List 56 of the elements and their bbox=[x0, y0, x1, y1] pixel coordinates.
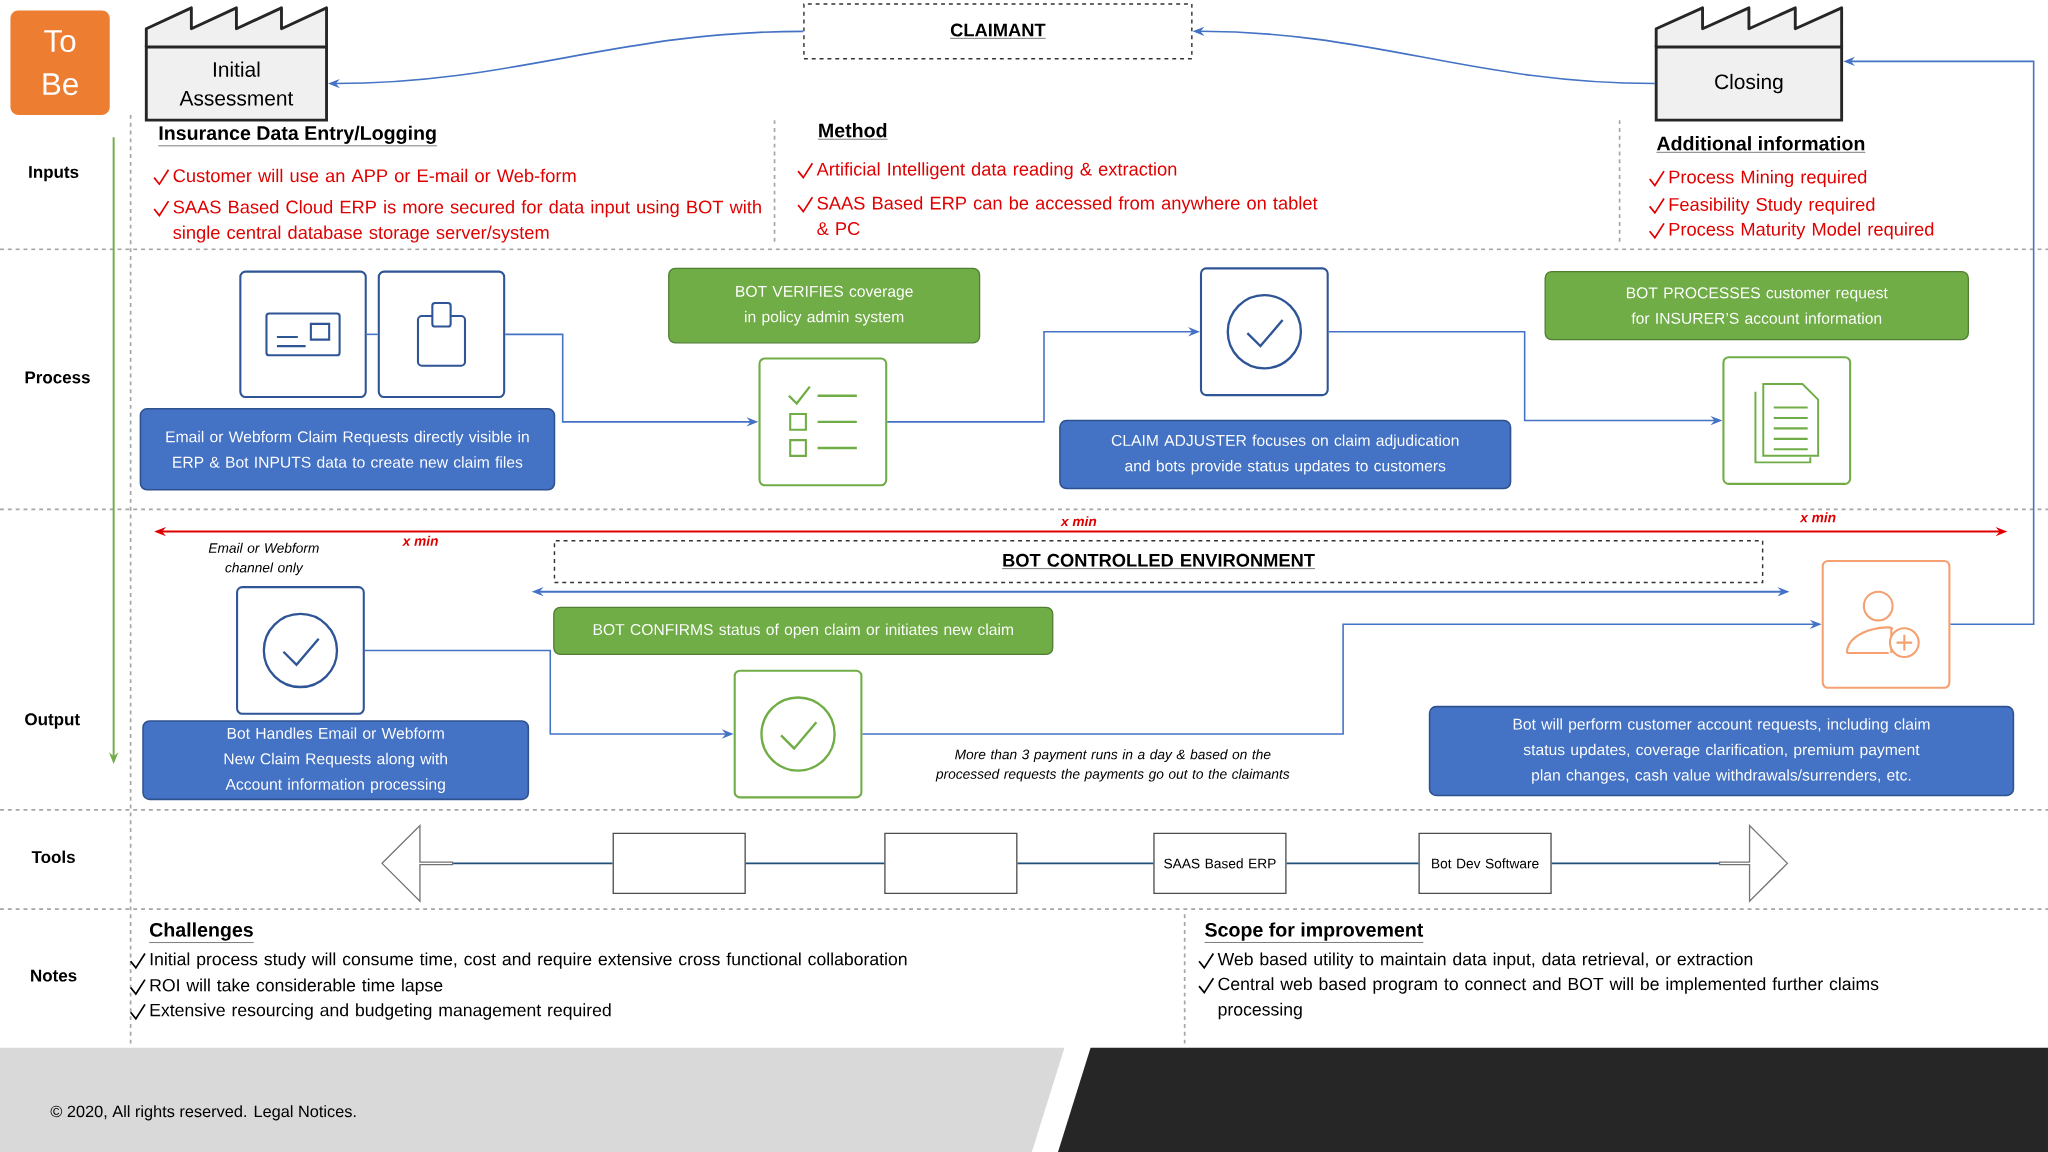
row-label: Notes bbox=[31, 969, 77, 982]
section-heading: Insurance Data Entry/Logging bbox=[158, 125, 438, 147]
process-box: Bot will perform customer account requests, including claim status updates, coverage clarification, premium payment plan changes, cash value withdrawals/surrenders, etc. bbox=[1428, 705, 2015, 797]
icon-box bbox=[377, 270, 506, 399]
checklist-item: Artificial Intelligent data reading & extraction bbox=[797, 162, 1177, 180]
icon-box bbox=[1199, 267, 1329, 397]
tool-box: Bot Dev Software bbox=[1418, 832, 1552, 895]
process-box: CLAIM ADJUSTER focuses on claim adjudication and bots provide status updates to customers bbox=[1059, 419, 1512, 490]
row-label: Process bbox=[25, 371, 90, 384]
factory-building: Initial Assessment bbox=[144, 6, 328, 122]
tool-box bbox=[884, 832, 1018, 895]
section-heading: Scope for improvement bbox=[1204, 922, 1424, 943]
label-box: To Be bbox=[10, 10, 110, 115]
factory-building: Closing bbox=[1654, 6, 1844, 122]
section-heading: Method bbox=[817, 123, 888, 140]
dashed-title-box: CLAIMANT bbox=[803, 3, 1193, 60]
connector bbox=[1016, 862, 1155, 865]
icon-box bbox=[236, 586, 365, 715]
process-box: Bot Handles Email or Webform New Claim Requests along with Account information processing bbox=[142, 720, 530, 801]
row-label: Inputs bbox=[29, 166, 79, 182]
connector bbox=[745, 862, 886, 865]
icon-box bbox=[758, 357, 888, 487]
icon-box bbox=[1821, 559, 1951, 689]
checklist-item: Central web based program to connect and BOT will be implemented further claims processing bbox=[1198, 977, 1879, 1020]
tool-box bbox=[612, 832, 746, 895]
checklist-item: Process Maturity Model required bbox=[1648, 222, 1934, 240]
dashed-title-box: BOT CONTROLLED ENVIRONMENT bbox=[553, 540, 1764, 584]
note-text: More than 3 payment runs in a day & based on the processed requests the payments go out to the claimants bbox=[935, 749, 1290, 782]
checklist-item: Extensive resourcing and budgeting management required bbox=[129, 1003, 611, 1021]
checklist-item: ROI will take considerable time lapse bbox=[129, 978, 443, 996]
process-box: BOT PROCESSES customer request for INSURER’S account information bbox=[1544, 271, 1969, 341]
connector bbox=[366, 333, 379, 336]
time-label: x min bbox=[1799, 512, 1836, 523]
checklist-item: Web based utility to maintain data input, data retrieval, or extraction bbox=[1198, 952, 1753, 970]
checklist-item: Initial process study will consume time, cost and require extensive cross functional collaboration bbox=[129, 952, 907, 970]
checklist-item: Process Mining required bbox=[1648, 170, 1867, 188]
checklist-item: Customer will use an APP or E-mail or Web-form bbox=[153, 168, 576, 186]
connector bbox=[1550, 862, 1720, 865]
connector bbox=[452, 862, 614, 865]
checklist-item: SAAS Based Cloud ERP is more secured for data input using BOT with single central database storage server/system bbox=[153, 200, 761, 243]
checklist-item: SAAS Based ERP can be accessed from anywhere on tablet & PC bbox=[797, 196, 1318, 236]
process-box: Email or Webform Claim Requests directly visible in ERP & Bot INPUTS data to create new claim files bbox=[139, 408, 556, 491]
checklist-item: Feasibility Study required bbox=[1648, 197, 1875, 215]
connector bbox=[1285, 862, 1420, 865]
icon-box bbox=[239, 270, 367, 399]
tool-box: SAAS Based ERP bbox=[1153, 832, 1287, 895]
copyright-text: © 2020, All rights reserved. Legal Notices. bbox=[50, 1105, 356, 1121]
time-label: x min bbox=[1060, 516, 1097, 527]
process-box: BOT CONFIRMS status of open claim or initiates new claim bbox=[553, 606, 1054, 655]
row-label: Tools bbox=[31, 850, 75, 864]
row-label: Output bbox=[25, 713, 80, 729]
note-text: Email or Webform channel only bbox=[208, 542, 319, 576]
time-label: x min bbox=[402, 535, 438, 546]
section-heading: Challenges bbox=[148, 922, 254, 943]
process-box: BOT VERIFIES coverage in policy admin system bbox=[668, 267, 981, 344]
icon-box bbox=[733, 669, 863, 799]
